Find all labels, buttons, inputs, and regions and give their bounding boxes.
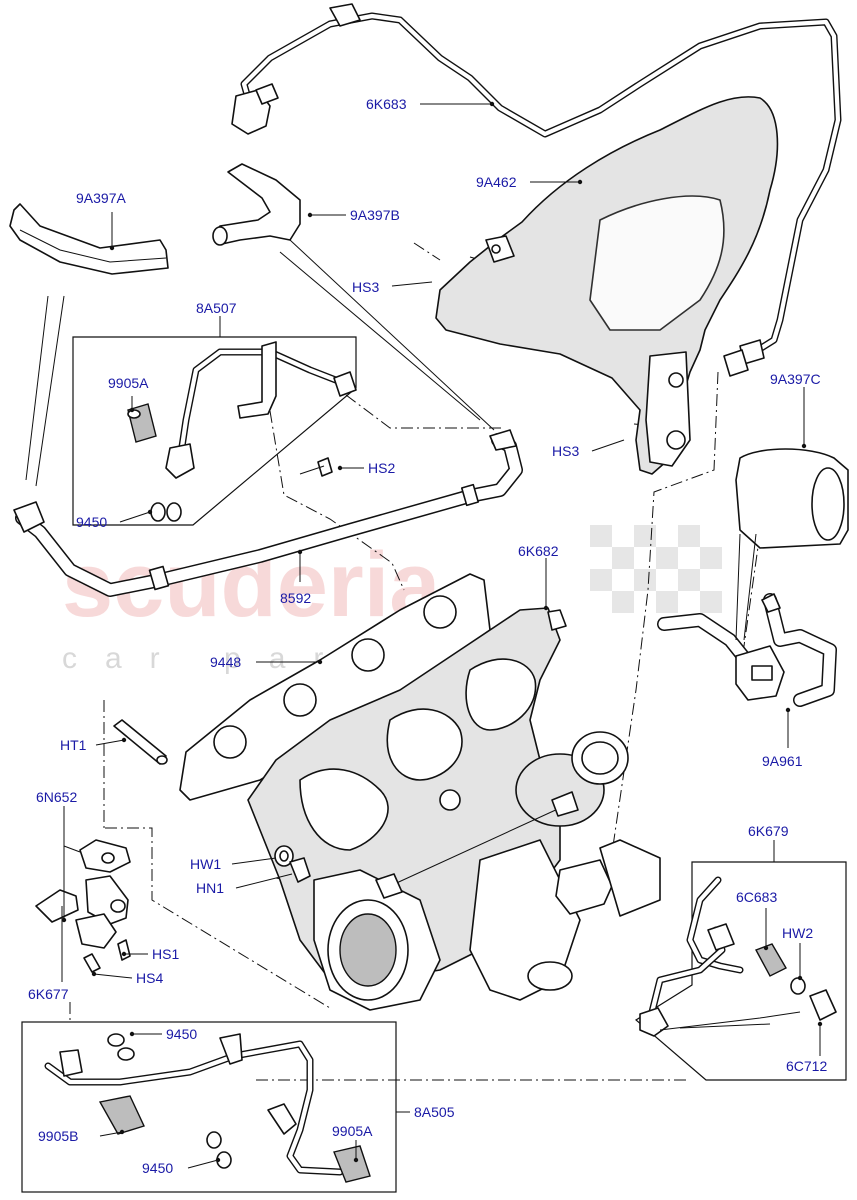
part-9448-gasket: [179, 573, 491, 801]
part-HW1-washer: [274, 845, 294, 867]
callout-6C683: 6C683: [736, 889, 777, 905]
callout-6C712: 6C712: [786, 1058, 827, 1074]
callouts: 6K683 9A462 9A397A 9A397B HS3 8A507 9905…: [28, 96, 827, 1176]
box-6K679: [634, 861, 847, 1081]
part-8592-return-tube: [13, 429, 523, 597]
callout-6K677: 6K677: [28, 986, 69, 1002]
leader-lines: [25, 101, 823, 1169]
part-HT1-stud: [113, 719, 168, 765]
box-8A505: [21, 1021, 397, 1193]
part-9A397B-sleeve: [212, 163, 301, 246]
callout-6N652: 6N652: [36, 789, 77, 805]
part-9A961-valve: [657, 593, 837, 707]
part-6N652-bracket-group: [35, 839, 131, 973]
callout-9905A-top: 9905A: [108, 375, 149, 391]
part-8A505-pipe-group: [44, 1033, 371, 1183]
callout-9A961: 9A961: [762, 753, 803, 769]
callout-9A397C: 9A397C: [770, 371, 821, 387]
callout-HT1: HT1: [60, 737, 87, 753]
checkered-flag-watermark: [590, 525, 722, 613]
callout-9A397A: 9A397A: [76, 190, 126, 206]
callout-HS3-mid: HS3: [552, 443, 579, 459]
callout-HN1: HN1: [196, 880, 224, 896]
callout-9450-b2: 9450: [142, 1160, 173, 1176]
callout-HS4: HS4: [136, 970, 163, 986]
callout-9A462: 9A462: [476, 174, 517, 190]
callout-HW1: HW1: [190, 856, 221, 872]
box-8A507: [72, 336, 357, 526]
part-9A397C-sleeve: [735, 448, 849, 549]
part-9A397A-sleeve: [9, 203, 169, 275]
part-9A462-heat-shield: [435, 96, 779, 475]
callout-8A505: 8A505: [414, 1104, 455, 1120]
callout-9450-top: 9450: [76, 514, 107, 530]
part-6K683-pipe: [231, 3, 842, 377]
part-8A507-feed-pipe: [127, 341, 357, 522]
callout-9450-b1: 9450: [166, 1026, 197, 1042]
callout-9A397B: 9A397B: [350, 207, 400, 223]
group-boxes: [21, 336, 847, 1193]
part-HN1-nut: [289, 857, 311, 883]
callout-HS1: HS1: [152, 946, 179, 962]
callout-HS3-top: HS3: [352, 279, 379, 295]
callout-9905B: 9905B: [38, 1128, 78, 1144]
callout-HS2: HS2: [368, 460, 395, 476]
callout-8592: 8592: [280, 590, 311, 606]
callout-HW2: HW2: [782, 925, 813, 941]
callout-9905A-b: 9905A: [332, 1123, 373, 1139]
part-6K682-manifold-turbo: [247, 607, 661, 1011]
callout-8A507: 8A507: [196, 300, 237, 316]
callout-9448: 9448: [210, 654, 241, 670]
callout-6K682: 6K682: [518, 543, 559, 559]
callout-6K679: 6K679: [748, 823, 789, 839]
callout-6K683: 6K683: [366, 96, 407, 112]
